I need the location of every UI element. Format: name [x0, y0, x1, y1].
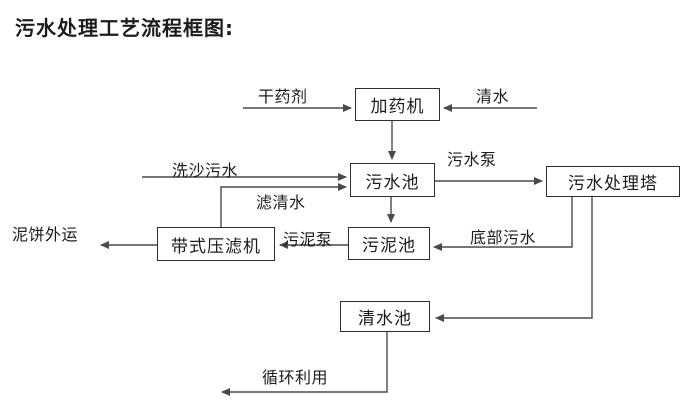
label-recycling: 循环利用 [262, 368, 329, 387]
label-sand-washing-sewage: 洗沙污水 [172, 161, 239, 180]
arrow-filtered-water-to-sewage-pool [220, 183, 347, 228]
label-bottom-sewage: 底部污水 [470, 228, 537, 247]
arrow-tower-to-clean-water-pool [435, 197, 593, 322]
label-filtered-water: 滤清水 [256, 193, 306, 212]
node-treatment-tower: 污水处理塔 [546, 166, 680, 197]
label-clean-water: 清水 [476, 87, 510, 106]
label-dry-chemical: 干药剂 [258, 87, 308, 106]
node-clean-water-pool: 清水池 [340, 301, 430, 332]
node-dosing-machine: 加药机 [355, 88, 440, 121]
node-sludge-pool: 污泥池 [348, 227, 430, 260]
arrow-bottom-sewage-to-sludge-pool [433, 197, 573, 251]
diagram-title: 污水处理工艺流程框图: [15, 16, 234, 40]
node-belt-filter-press: 带式压滤机 [157, 227, 275, 261]
label-mud-cake-out: 泥饼外运 [12, 225, 79, 244]
label-sludge-pump: 污泥泵 [283, 230, 333, 249]
label-sewage-pump: 污水泵 [447, 150, 497, 169]
arrow-recycling [221, 332, 388, 396]
node-sewage-pool: 污水池 [350, 163, 435, 197]
